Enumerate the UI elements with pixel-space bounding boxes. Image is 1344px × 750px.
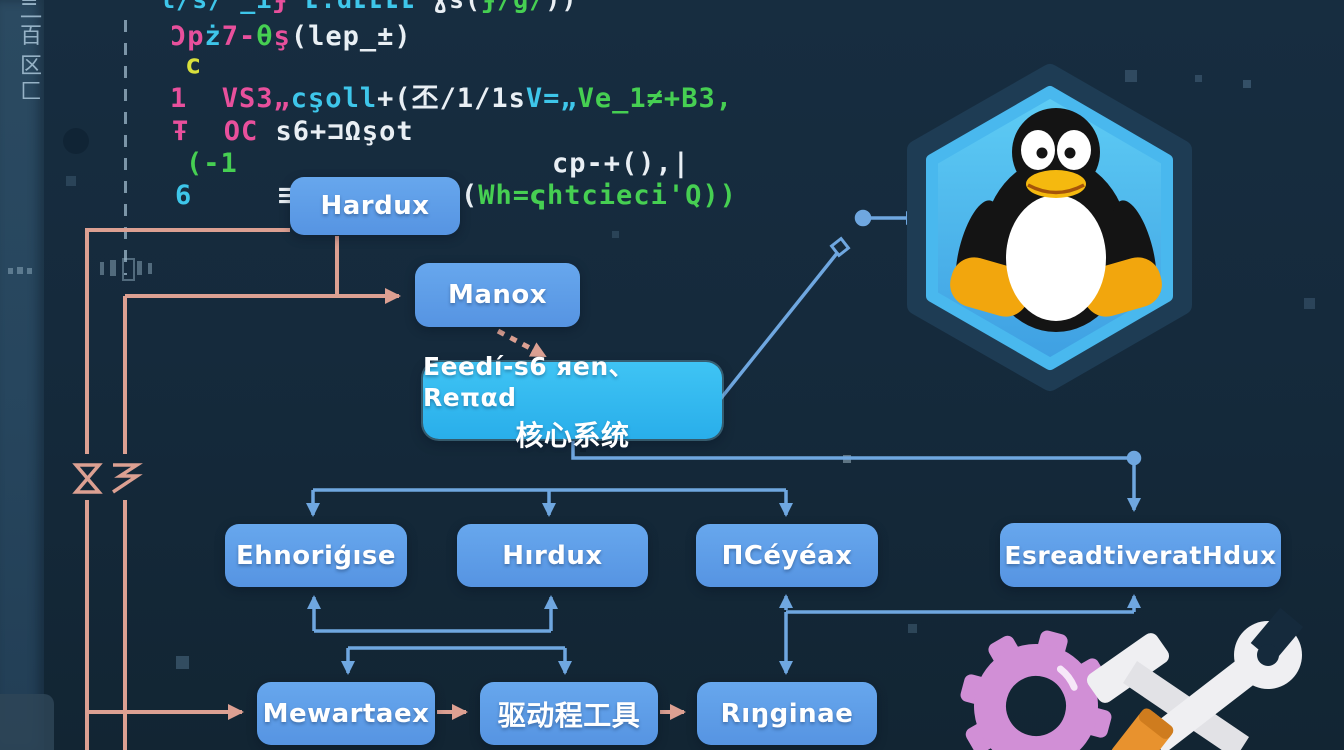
code-line: 1 VS3„cşoll+(丕/1/1sV=„Ve_1≠+ВЗ,	[170, 84, 733, 114]
corner-patch	[0, 694, 54, 750]
node-core-system: Eeedí-s6 яen、Reπαd 核心系统	[423, 352, 722, 452]
hourglass-symbol	[72, 463, 103, 494]
particle-square	[908, 624, 917, 633]
particle-square	[176, 656, 189, 669]
margin-glyph: 一	[20, 6, 43, 31]
margin-glyph: 百	[20, 24, 43, 49]
particle-square	[1304, 298, 1315, 309]
code-span: Ve_1≠+ВЗ,	[577, 83, 733, 114]
code-span: (lep_±)	[290, 21, 412, 52]
tick-mark	[122, 258, 135, 281]
dashed-guide-line	[124, 20, 127, 275]
particle-square	[66, 176, 76, 186]
node-mid1: Ehnoriģıse	[225, 524, 407, 587]
node-bot3: Rıŋginae	[697, 682, 877, 745]
node-manox: Manox	[415, 263, 580, 327]
connector-core-to-right	[571, 441, 1134, 460]
code-span: ɟ	[272, 0, 288, 14]
node-mid4: EsreadtiveratHdux	[1000, 523, 1281, 587]
code-line: c	[185, 50, 202, 80]
code-span: s6+⊐Ωşot	[275, 116, 414, 147]
hammer-head	[1086, 633, 1170, 703]
code-span: c	[185, 49, 203, 80]
code-line: Ɔpż7-θş(lep_±)	[170, 22, 412, 52]
node-core-label-cjk: 核心系统	[515, 419, 630, 452]
tick-mark	[148, 263, 152, 274]
code-line: (-1	[186, 149, 238, 179]
particle-square	[1195, 75, 1202, 82]
node-bot2: 驱动程工具	[480, 682, 658, 745]
code-span: V=„	[525, 83, 578, 114]
code-span: ż	[204, 21, 222, 52]
code-span: Ŧ OC	[172, 116, 276, 147]
code-span: ş	[273, 21, 291, 52]
code-line: ŀ/s/ _ıɟ ʟ:ɑʟʟʟʟ ɣs(ɟ/ğ/))	[160, 0, 577, 14]
tools-icon	[1086, 607, 1304, 750]
gear-icon	[960, 630, 1112, 750]
tux-penguin-icon	[950, 108, 1162, 332]
connector-manox-to-core-dashed	[496, 328, 547, 359]
code-span: 7-	[221, 21, 257, 52]
node-bot1: Mewartaex	[257, 682, 435, 745]
margin-glyph: 区	[20, 54, 43, 79]
node-mid3: ПCéyéax	[696, 524, 878, 587]
code-span: Ɔp	[170, 21, 205, 52]
tick-mark	[110, 260, 116, 276]
diagonal-to-penguin	[716, 250, 840, 404]
node-core-label-latin: Eeedí-s6 яen、Reπαd	[423, 352, 635, 412]
code-line: 6	[175, 181, 192, 211]
node-hardux: Hardux	[290, 177, 460, 235]
tick-mark	[17, 267, 23, 274]
left-margin-strip	[0, 0, 44, 750]
code-span: ɟ/ğ/	[481, 0, 545, 14]
particle-square	[580, 446, 586, 452]
particle-square	[1243, 80, 1251, 88]
code-span: 1 VS3„	[170, 83, 291, 114]
particle-square	[1125, 70, 1137, 82]
code-span: ʟ:ɑʟʟʟʟ	[288, 0, 416, 14]
salmon-connectors	[72, 228, 686, 750]
code-line: Ŧ OC s6+⊐Ωşot	[172, 117, 414, 147]
particle-circle	[63, 128, 89, 154]
diagonal-square-tip	[829, 236, 851, 258]
code-span: θ	[256, 21, 274, 52]
corner-dot-right	[1126, 450, 1142, 466]
tick-mark	[27, 268, 32, 274]
ezh-symbol	[112, 463, 143, 494]
code-span: cşoll	[290, 83, 378, 114]
tick-mark	[137, 261, 142, 275]
code-span: cp-+(),|	[552, 148, 691, 179]
node-mid2: Hırdux	[457, 524, 648, 587]
code-span: ŀ/s/ _ı	[160, 0, 272, 14]
code-span: +(丕/1/1s	[377, 83, 526, 114]
tick-mark	[8, 268, 13, 274]
code-span: ɣs(	[417, 0, 481, 14]
code-line: cp-+(),|	[552, 149, 690, 179]
margin-glyph: 匚	[20, 80, 43, 105]
margin-glyph: ≣	[20, 0, 38, 10]
orange-handle-band	[1138, 708, 1174, 739]
particle-square	[612, 231, 619, 238]
penguin-arrow-dot	[854, 209, 872, 227]
code-span: (-1	[186, 148, 238, 179]
connector-left-to-hardux	[85, 228, 290, 454]
code-span: ))	[545, 0, 577, 14]
tick-mark	[100, 262, 104, 275]
code-span: 6	[175, 180, 193, 211]
code-span: (	[461, 180, 479, 211]
wrench-shaft	[1146, 652, 1265, 750]
code-span: Wh=ҁhtcieci'Q))	[478, 180, 737, 211]
wrench-hole	[1257, 644, 1279, 666]
code-line: (Wh=ҁhtcieci'Q))	[461, 181, 737, 211]
